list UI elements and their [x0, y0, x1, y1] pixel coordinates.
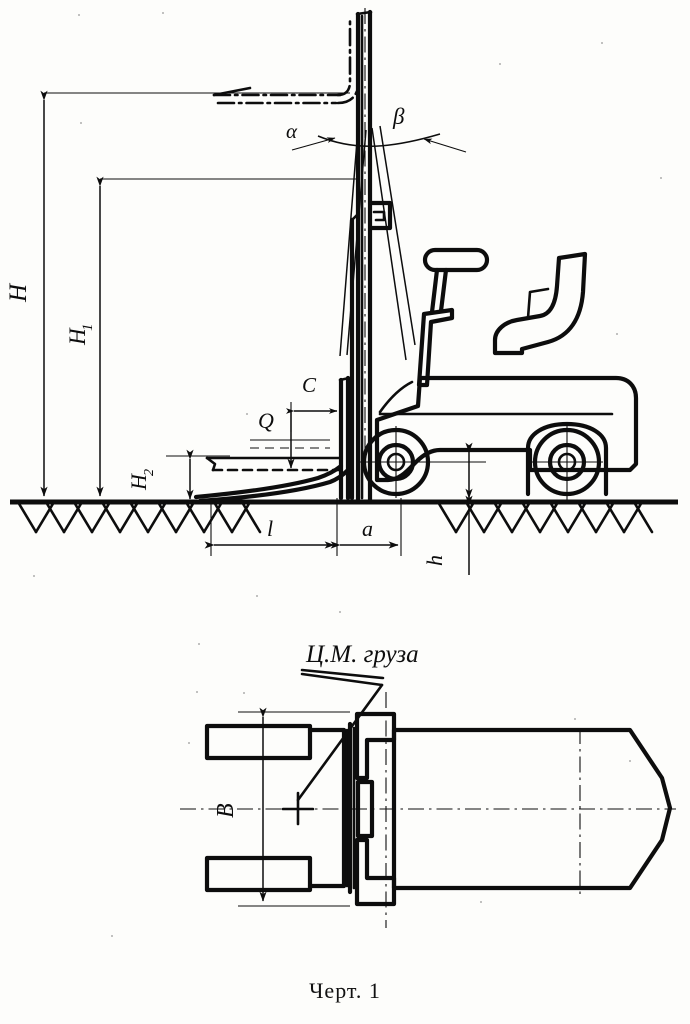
scan-speck — [188, 742, 190, 744]
plan-fork-carriage — [307, 721, 356, 895]
svg-text:H: H — [65, 327, 90, 346]
mast-assembly — [349, 8, 373, 503]
label-C: C — [302, 373, 317, 397]
dimension-B — [238, 707, 350, 907]
label-H: H — [5, 282, 32, 303]
label-beta: β — [392, 104, 405, 129]
dimension-a — [330, 498, 402, 556]
mast-bracket — [369, 200, 393, 231]
plan-forks — [204, 723, 313, 893]
scan-speck — [246, 413, 248, 415]
ground-hatching — [16, 500, 654, 534]
label-underline — [300, 668, 385, 680]
label-H1: H 1 — [65, 324, 96, 347]
dimension-h — [430, 442, 486, 575]
scan-speck — [574, 718, 576, 720]
scan-speck — [196, 691, 198, 693]
label-l: l — [267, 516, 273, 541]
fork-carriage-lowered — [193, 375, 351, 504]
label-h: h — [422, 555, 447, 566]
figure-caption: Черт. 1 — [309, 978, 381, 1003]
dimension-C — [286, 380, 341, 432]
scan-speck — [111, 935, 113, 937]
label-alpha: α — [286, 119, 298, 143]
plan-chassis-body — [391, 727, 673, 891]
label-Q: Q — [258, 408, 274, 433]
scan-speck — [601, 42, 603, 44]
scan-speck — [243, 692, 245, 694]
rear-wheel — [525, 421, 609, 500]
scan-speck — [499, 63, 501, 65]
dimension-H — [40, 90, 350, 497]
scan-speck — [33, 575, 35, 577]
side-view-group: α β — [5, 8, 678, 575]
scan-speck — [78, 14, 80, 16]
dimension-H1 — [96, 176, 358, 497]
operator-seat — [492, 251, 588, 356]
front-wheel — [360, 426, 432, 498]
tilt-reference-lines — [291, 125, 467, 361]
scan-speck — [339, 611, 341, 613]
scan-speck — [480, 901, 482, 903]
center-of-mass-marker — [281, 791, 315, 826]
svg-text:1: 1 — [80, 324, 96, 332]
scan-speck — [198, 643, 200, 645]
scan-speck — [256, 595, 258, 597]
svg-text:2: 2 — [142, 469, 157, 476]
label-B: B — [213, 803, 239, 818]
steering-assembly — [416, 247, 490, 388]
scan-speck — [162, 12, 164, 14]
scan-speck — [660, 177, 662, 179]
label-a: a — [362, 516, 373, 541]
scan-speck — [616, 333, 618, 335]
dimension-H2 — [166, 449, 230, 500]
ground-line-and-hatch — [10, 499, 678, 534]
label-H2: H 2 — [126, 469, 157, 491]
label-center-of-mass: Ц.М. груза — [305, 641, 419, 668]
scan-speck — [413, 659, 415, 661]
scan-speck — [629, 760, 631, 762]
svg-text:H: H — [126, 473, 151, 491]
center-of-mass-leader — [296, 672, 384, 802]
plan-view-group: B Ц.М. груза — [180, 641, 676, 928]
vehicle-body — [374, 375, 639, 483]
scan-speck — [80, 122, 82, 124]
raised-fork-phantom — [212, 14, 360, 105]
